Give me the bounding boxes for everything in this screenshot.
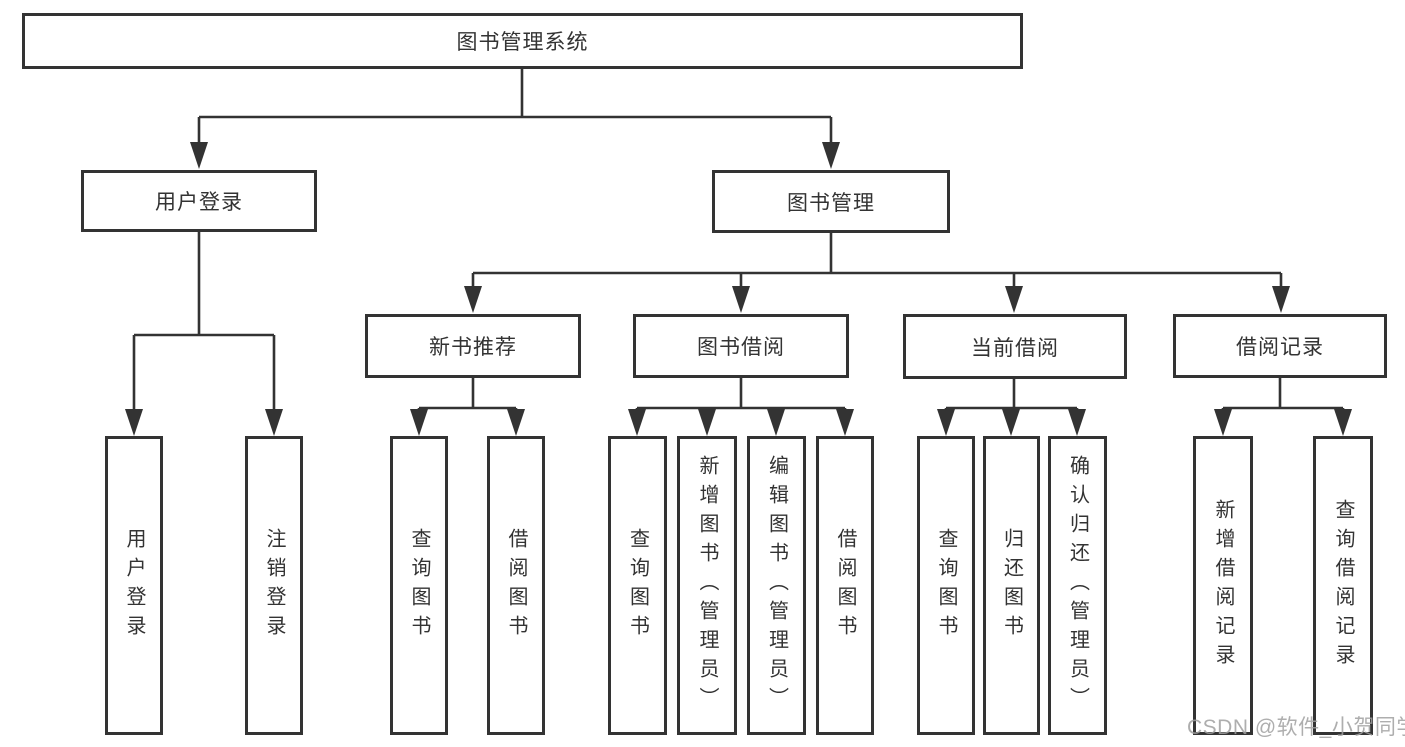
leaf-borrow-books: 借阅图书 <box>816 436 874 735</box>
leaf-edit-books-admin: 编辑图书（管理员） <box>747 436 806 735</box>
node-label: 图书管理系统 <box>456 31 589 54</box>
leaf-query-books-borrow: 查询图书 <box>608 436 667 735</box>
node-current-borrow: 当前借阅 <box>903 314 1127 379</box>
node-user-login: 用户登录 <box>81 170 317 232</box>
leaf-add-books-admin: 新增图书（管理员） <box>677 436 737 735</box>
node-label: 用户登录 <box>155 191 243 214</box>
node-library-system: 图书管理系统 <box>22 13 1023 69</box>
node-label: 图书借阅 <box>697 336 785 359</box>
node-label: 当前借阅 <box>971 336 1059 360</box>
leaf-label: 查询图书 <box>408 527 430 644</box>
csdn-watermark: CSDN @软件_小贺同学 <box>1187 716 1405 739</box>
leaf-query-borrow-record: 查询借阅记录 <box>1313 436 1373 735</box>
leaf-label: 用户登录 <box>123 527 145 644</box>
leaf-logout: 注销登录 <box>245 436 303 735</box>
node-book-management: 图书管理 <box>712 170 950 233</box>
leaf-label: 编辑图书（管理员） <box>765 455 788 716</box>
leaf-return-books: 归还图书 <box>983 436 1040 735</box>
leaf-label: 归还图书 <box>1000 527 1023 644</box>
leaf-label: 查询图书 <box>626 527 649 644</box>
leaf-label: 借阅图书 <box>505 527 527 644</box>
leaf-label: 注销登录 <box>263 527 285 644</box>
leaf-label: 查询借阅记录 <box>1332 498 1354 673</box>
node-book-borrow: 图书借阅 <box>633 314 849 378</box>
leaf-label: 借阅图书 <box>834 527 856 644</box>
leaf-user-login: 用户登录 <box>105 436 163 735</box>
arrowheads <box>125 142 1352 436</box>
leaf-query-books-current: 查询图书 <box>917 436 975 735</box>
leaf-query-books-recommend: 查询图书 <box>390 436 448 735</box>
leaf-add-borrow-record: 新增借阅记录 <box>1193 436 1253 735</box>
leaf-label: 新增图书（管理员） <box>696 455 718 716</box>
node-new-book-recommend: 新书推荐 <box>365 314 581 378</box>
leaf-borrow-books-recommend: 借阅图书 <box>487 436 545 735</box>
node-borrow-records: 借阅记录 <box>1173 314 1387 378</box>
leaf-confirm-return-admin: 确认归还（管理员） <box>1048 436 1107 735</box>
leaf-label: 新增借阅记录 <box>1212 498 1234 673</box>
node-label: 借阅记录 <box>1236 336 1324 359</box>
leaf-label: 查询图书 <box>935 527 957 644</box>
leaf-label: 确认归还（管理员） <box>1066 455 1089 716</box>
node-label: 图书管理 <box>787 191 875 215</box>
node-label: 新书推荐 <box>429 336 517 359</box>
